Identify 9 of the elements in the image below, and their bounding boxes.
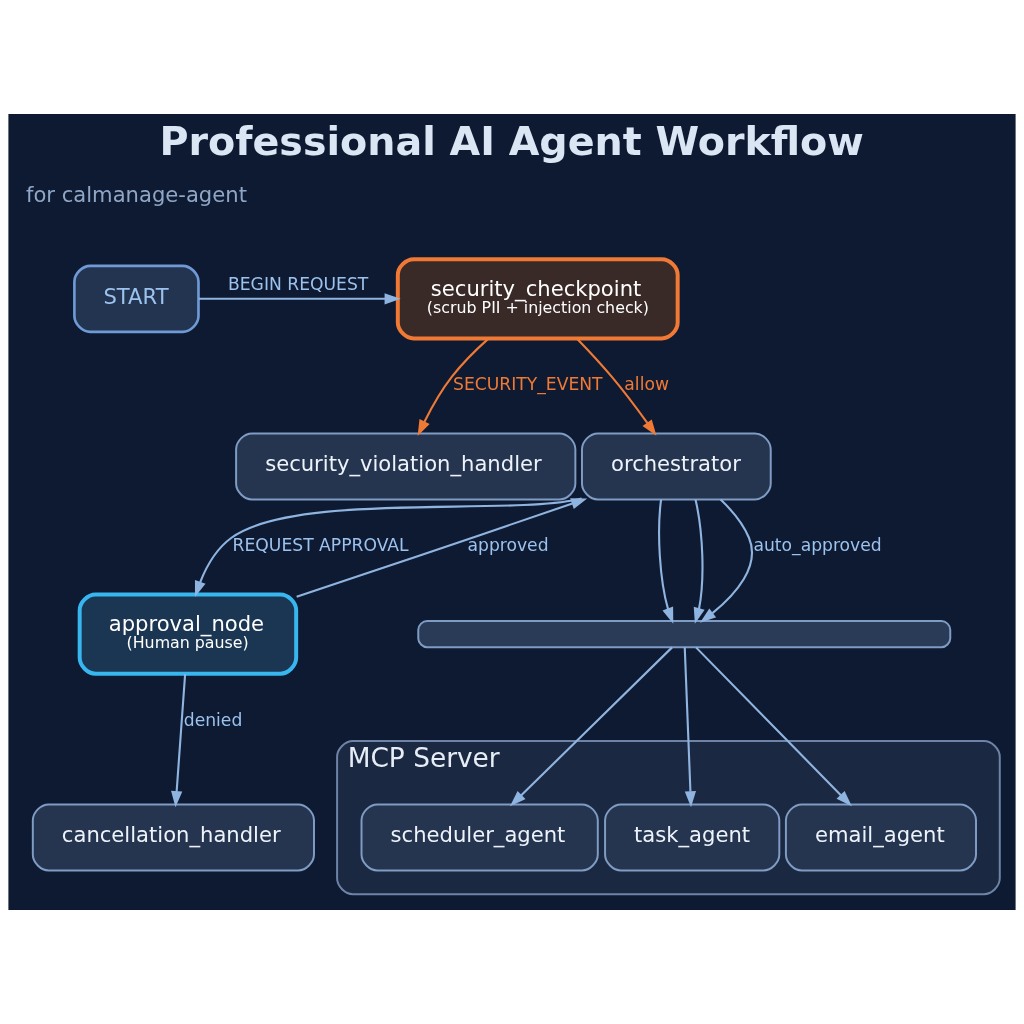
edge-label: auto_approved [753,535,882,556]
edge-label: denied [183,709,243,730]
edge-label: SECURITY_EVENT [453,374,603,395]
edge-label: BEGIN REQUEST [228,274,369,295]
label: for calmanage-agent [25,182,247,208]
edge-label: REQUEST APPROVAL [232,535,409,556]
edge-label: approved [467,535,549,556]
diagram-title: Professional AI Agent Workflow [159,117,864,164]
edge-label: allow [624,374,669,395]
